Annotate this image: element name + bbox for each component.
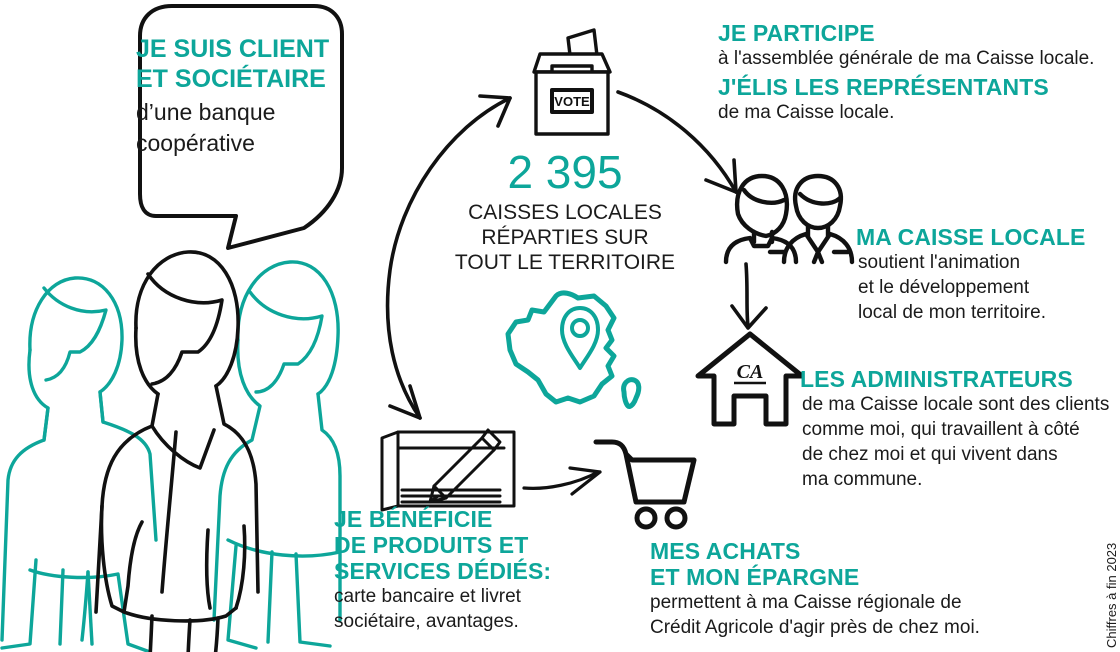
ballot-label-frame bbox=[550, 88, 594, 114]
bubble-body-line1: d’une banque bbox=[136, 99, 276, 125]
shopping-cart-icon bbox=[592, 434, 702, 530]
beneficie-heading-line1: JE BÉNÉFICIE bbox=[334, 506, 493, 532]
footnote-text: Chiffres à fin 2023 bbox=[1104, 542, 1119, 648]
achats-body-line2: Crédit Agricole d'agir près de chez moi. bbox=[650, 617, 980, 638]
checkbook-icon bbox=[378, 428, 520, 514]
person-right-teal-outline bbox=[212, 260, 342, 650]
stat-caption-line2: RÉPARTIES SUR bbox=[481, 226, 649, 249]
achats-heading-line2: ET MON ÉPARGNE bbox=[650, 564, 860, 590]
block-administrateurs: LES ADMINISTRATEURS de ma Caisse locale … bbox=[800, 366, 1109, 492]
arrow-ballot-to-people bbox=[614, 88, 754, 218]
elis-body: de ma Caisse locale. bbox=[718, 102, 895, 123]
elis-heading: J'ÉLIS LES REPRÉSENTANTS bbox=[718, 74, 1049, 100]
people-illustration bbox=[0, 240, 342, 652]
cycle-arrow-left bbox=[352, 62, 542, 462]
administrateurs-heading: LES ADMINISTRATEURS bbox=[800, 366, 1073, 392]
block-beneficie: JE BÉNÉFICIE DE PRODUITS ET SERVICES DÉD… bbox=[334, 506, 551, 634]
person-a-head bbox=[734, 173, 790, 239]
beneficie-heading-line3: SERVICES DÉDIÉS: bbox=[334, 558, 552, 584]
achats-heading-line1: MES ACHATS bbox=[650, 538, 801, 564]
ballot-vote-label: VOTE bbox=[554, 94, 590, 109]
arrow-people-to-house bbox=[724, 262, 774, 334]
administrateurs-body-line4: ma commune. bbox=[802, 469, 923, 490]
achats-body-line1: permettent à ma Caisse régionale de bbox=[650, 592, 962, 613]
two-people-icon bbox=[722, 168, 856, 265]
cycle-arrow-left-head-bottom bbox=[388, 384, 422, 420]
person-a-hair bbox=[741, 187, 787, 205]
beneficie-body-line1: carte bancaire et livret bbox=[334, 586, 521, 607]
administrateurs-body-line1: de ma Caisse locale sont des clients bbox=[802, 394, 1110, 415]
person-center-black-outline bbox=[94, 250, 260, 652]
checkbook-rules-bottom bbox=[400, 488, 502, 504]
map-pin-dot bbox=[570, 318, 590, 338]
arrow-checkbook-to-cart-path bbox=[522, 470, 600, 490]
arrow-ballot-to-people-head bbox=[704, 158, 738, 194]
speech-bubble-text: JE SUIS CLIENT ET SOCIÉTAIRE d’une banqu… bbox=[136, 34, 329, 159]
person-left-teal-outline bbox=[0, 276, 158, 652]
stat-caption-line3: TOUT LE TERRITOIRE bbox=[454, 251, 676, 274]
participe-body: à l'assemblée générale de ma Caisse loca… bbox=[718, 48, 1095, 69]
block-caisse-locale: MA CAISSE LOCALE soutient l'animation et… bbox=[856, 224, 1085, 325]
france-map-icon bbox=[502, 288, 652, 412]
block-achats: MES ACHATS ET MON ÉPARGNE permettent à m… bbox=[650, 538, 980, 640]
cart-wheel-right bbox=[664, 506, 688, 530]
arrow-people-to-house-path bbox=[744, 262, 750, 328]
cart-basket bbox=[593, 439, 697, 505]
speech-bubble bbox=[118, 2, 350, 260]
france-outline bbox=[505, 290, 617, 405]
stat-caption-line1: CAISSES LOCALES bbox=[468, 201, 662, 224]
house-icon: CA bbox=[694, 326, 806, 428]
caisse-locale-body-line3: local de mon territoire. bbox=[858, 302, 1046, 323]
arrow-ballot-to-people-path bbox=[616, 90, 738, 194]
caisse-locale-heading: MA CAISSE LOCALE bbox=[856, 224, 1086, 250]
beneficie-heading-line2: DE PRODUITS ET bbox=[334, 532, 529, 558]
administrateurs-body-line2: comme moi, qui travaillent à côté bbox=[802, 419, 1080, 440]
stat-value: 2 395 bbox=[507, 146, 623, 198]
checkbook-spine bbox=[380, 430, 400, 512]
cycle-arrow-left-head-top bbox=[478, 94, 512, 128]
block-participe: JE PARTICIPE à l'assemblée générale de m… bbox=[718, 20, 1094, 125]
checkbook-cover bbox=[396, 430, 516, 508]
arrow-checkbook-to-cart bbox=[522, 456, 614, 510]
corsica-outline bbox=[621, 377, 642, 409]
house-logo-text: CA bbox=[737, 361, 764, 383]
bubble-heading-line2: ET SOCIÉTAIRE bbox=[136, 65, 326, 93]
caisse-locale-body-line1: soutient l'animation bbox=[858, 252, 1021, 273]
house-shape bbox=[695, 331, 805, 427]
speech-bubble-shape bbox=[138, 4, 344, 250]
house-ca-logo: CA bbox=[734, 361, 766, 385]
cycle-arrow-left-path bbox=[385, 96, 512, 420]
arrow-people-to-house-head bbox=[730, 304, 768, 330]
cart-wheel-left bbox=[634, 506, 658, 530]
pen-shape bbox=[428, 428, 502, 504]
ballot-box-icon: VOTE bbox=[510, 22, 632, 142]
bubble-body-line2: coopérative bbox=[136, 130, 255, 156]
participe-heading: JE PARTICIPE bbox=[718, 20, 875, 46]
arrow-checkbook-to-cart-head bbox=[568, 466, 602, 496]
person-b-tie bbox=[811, 249, 825, 265]
person-a-shoulders bbox=[723, 235, 799, 265]
map-pin-outline bbox=[560, 306, 600, 370]
footnote-container: Chiffres à fin 2023 bbox=[1104, 543, 1120, 652]
person-b-hair bbox=[797, 191, 843, 206]
administrateurs-body-line3: de chez moi et qui vivent dans bbox=[802, 444, 1058, 465]
beneficie-body-line2: sociétaire, avantages. bbox=[334, 611, 519, 632]
caisse-locale-body-line2: et le développement bbox=[858, 277, 1030, 298]
center-statistic: 2 395 CAISSES LOCALES RÉPARTIES SUR TOUT… bbox=[440, 148, 690, 275]
bubble-heading-line1: JE SUIS CLIENT bbox=[136, 35, 330, 63]
